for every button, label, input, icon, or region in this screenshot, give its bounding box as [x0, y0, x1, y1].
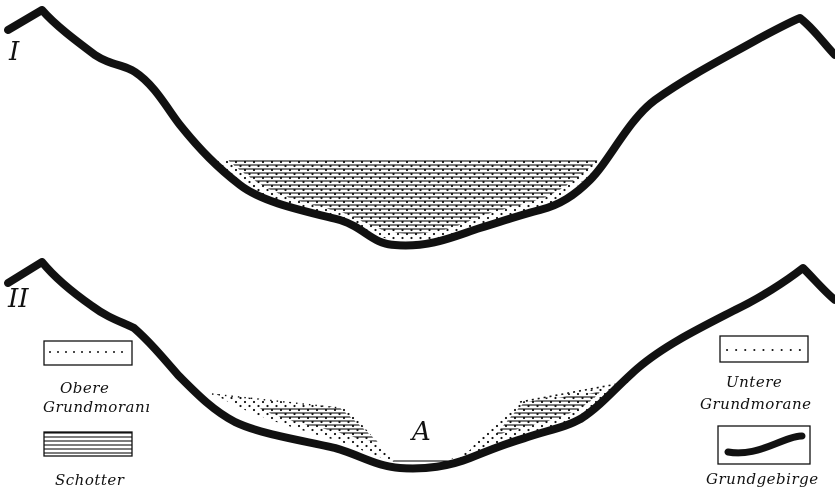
legend-swatch-schotter	[44, 432, 132, 456]
legend-item-grundgebirge: Grundgebirge	[706, 426, 819, 488]
legend-label-obere-line1: Obere	[60, 379, 109, 397]
legend-item-untere-grundmorane: Untere Grundmorane	[700, 336, 811, 413]
legend-item-obere-grundmorane: Obere Grundmoranı	[43, 341, 150, 416]
annotation-a: A	[410, 417, 431, 447]
legend-label-obere-line2: Grundmoranı	[43, 398, 150, 416]
legend-label-grundgebirge: Grundgebirge	[706, 470, 819, 488]
legend-label-untere-line2: Grundmorane	[700, 395, 811, 413]
profile-one: I	[8, 10, 835, 245]
legend-swatch-untere-grundmorane	[720, 336, 808, 362]
profile-one-label: I	[8, 37, 20, 67]
legend-item-schotter: Schotter	[44, 432, 132, 489]
legend-label-untere-line1: Untere	[726, 373, 782, 391]
legend-label-schotter: Schotter	[55, 471, 125, 489]
profile-two-label: II	[7, 284, 29, 314]
legend-swatch-obere-grundmorane	[44, 341, 132, 365]
